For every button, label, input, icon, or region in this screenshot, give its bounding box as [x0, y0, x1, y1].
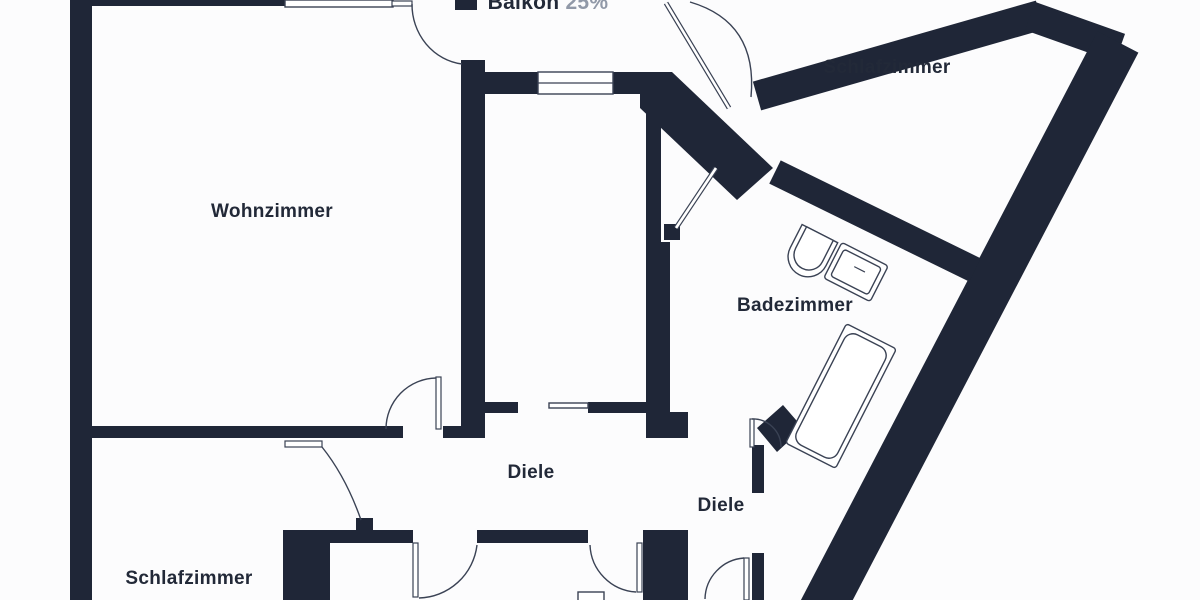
room-label-wohnzimmer: Wohnzimmer	[211, 201, 333, 222]
wall-lower-mid	[477, 530, 588, 543]
wall-wohnzimmer-bottom	[92, 426, 403, 438]
schlafzimmer-bottom-door-leaf	[284, 440, 323, 448]
wall-top-tab	[455, 0, 477, 10]
wall-lower-tab	[356, 518, 373, 530]
wall-schlafzimmer-badezimmer-divider	[769, 160, 981, 282]
room-label-diele-main: Diele	[508, 462, 555, 483]
wall-wing-east-exterior	[800, 31, 1139, 600]
wall-diele-top-right	[588, 402, 646, 413]
lower-door-1-arc	[418, 544, 478, 599]
balkon-share: 25%	[565, 0, 608, 14]
wall-diele-top-left	[473, 402, 518, 413]
wall-central-column-flare	[646, 412, 688, 438]
schlafzimmer-bottom-door-arc	[321, 446, 362, 521]
lower-door-1-leaf	[412, 542, 419, 598]
windows	[537, 71, 719, 409]
wing-door-leaf	[664, 2, 731, 109]
wall-diele2-stub-lower	[752, 553, 764, 600]
room-label-badezimmer: Badezimmer	[737, 295, 853, 316]
room-label-balkon: Balkon 25%	[488, 0, 609, 14]
wall-lower-block	[283, 530, 330, 600]
lower-door-2-leaf	[636, 542, 643, 593]
badezimmer-door-leaf	[749, 418, 755, 448]
wall-left-exterior	[70, 0, 92, 600]
balkon-name: Balkon	[488, 0, 560, 14]
wall-wohnzimmer-right	[461, 60, 485, 438]
wall-junction	[640, 72, 773, 200]
window-badezimmer	[674, 167, 718, 229]
badezimmer-door-arc	[751, 418, 782, 448]
wall-wohnzimmer-bottom-end	[443, 426, 463, 438]
toilet-fixture	[787, 223, 839, 278]
balcony-door-leaf	[391, 0, 413, 7]
doors	[284, 0, 782, 600]
wall-central-top-left	[485, 72, 538, 94]
sliding-door-diele	[548, 402, 589, 409]
wall-central-column-mid	[646, 242, 670, 412]
room-labels: Balkon 25% Wohnzimmer Schlafzimmer Badezi…	[125, 0, 950, 589]
diele2-door-arc	[704, 557, 745, 600]
wall-central-column-bottom	[643, 530, 688, 600]
wall-badezimmer-corner-stub	[757, 405, 803, 452]
wall-top	[92, 0, 285, 6]
wohnzimmer-door-leaf	[435, 376, 442, 430]
balcony-door-arc	[411, 3, 463, 65]
fixtures	[577, 223, 897, 600]
wing-door-arc	[689, 1, 753, 98]
room-label-schlafzimmer-top: Schlafzimmer	[823, 57, 950, 78]
lower-door-2-arc	[589, 544, 637, 593]
basin-fixture	[577, 591, 605, 600]
wall-central-column-upper	[646, 94, 661, 242]
bathtub-fixture	[785, 323, 897, 469]
walls	[70, 0, 803, 600]
wall-diele2-stub-upper	[752, 445, 764, 493]
room-label-schlafzimmer-bottom: Schlafzimmer	[125, 568, 252, 589]
diele2-door-leaf	[743, 557, 750, 600]
room-label-diele-small: Diele	[698, 495, 745, 516]
wohnzimmer-door-arc	[385, 377, 437, 430]
window-top-band	[284, 0, 394, 8]
wall-wing-northwest	[752, 0, 1045, 111]
walls-diagonal-wing	[752, 0, 1139, 600]
sink-fixture	[824, 242, 888, 302]
